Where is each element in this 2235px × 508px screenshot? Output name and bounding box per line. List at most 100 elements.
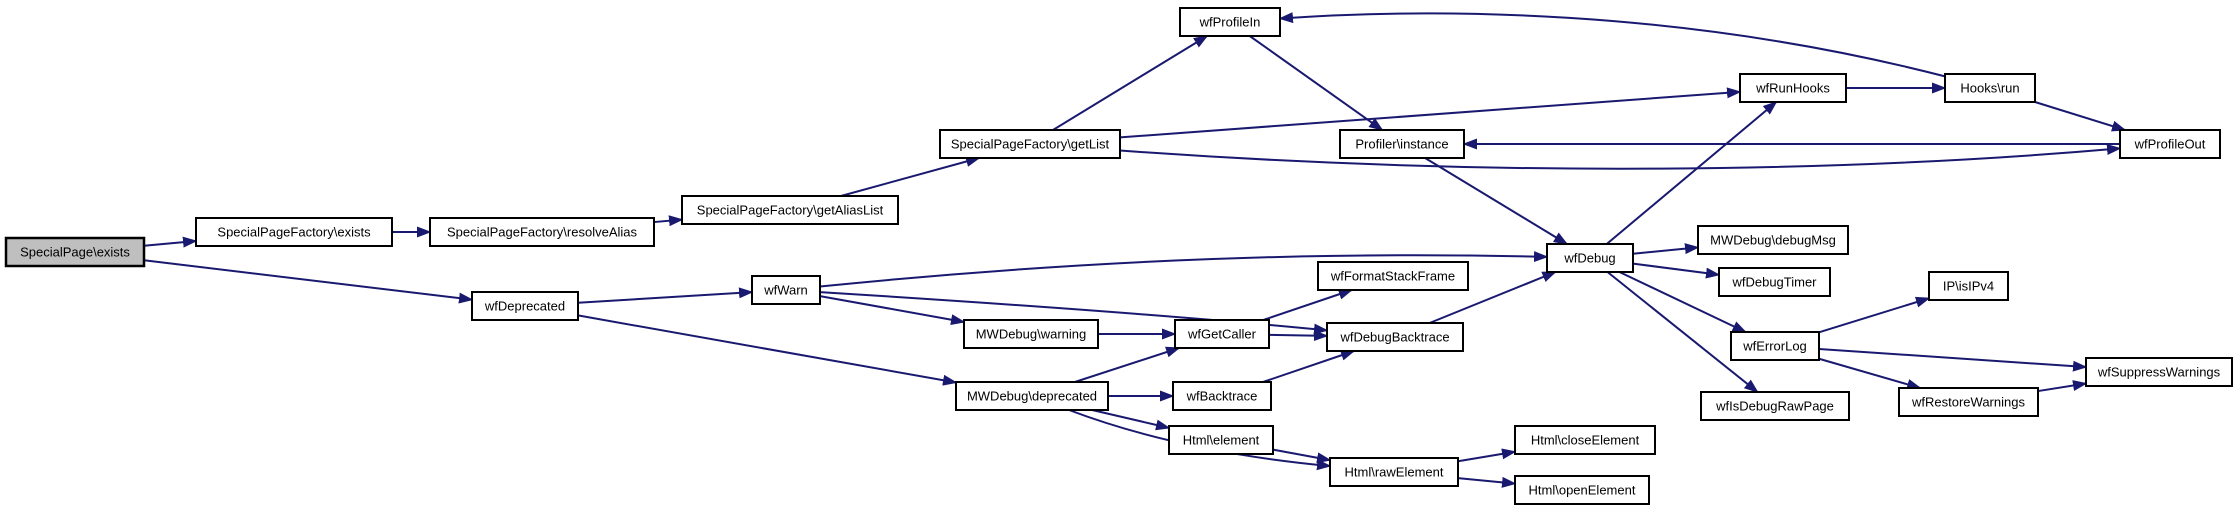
edge-spf_getlist-to-wfprofilein xyxy=(1052,35,1209,131)
node-mwdebug_deprecated[interactable]: MWDebug\deprecated xyxy=(955,381,1109,411)
node-wfdebug[interactable]: wfDebug xyxy=(1546,243,1634,273)
node-box-wfdebugtimer[interactable] xyxy=(1718,267,1831,297)
node-box-mwdebug_warning[interactable] xyxy=(963,319,1099,349)
node-label-wfwarn: wfWarn xyxy=(763,282,808,297)
node-box-html_closeelement[interactable] xyxy=(1514,425,1656,455)
node-box-html_openelement[interactable] xyxy=(1514,475,1650,505)
node-box-wfsuppresswarnings[interactable] xyxy=(2085,357,2233,387)
node-label-wfbacktrace: wfBacktrace xyxy=(1186,388,1258,403)
node-mwdebug_warning[interactable]: MWDebug\warning xyxy=(963,319,1099,349)
node-label-ip_isipv4: IP\isIPv4 xyxy=(1943,278,1994,293)
node-box-mwdebug_debugmsg[interactable] xyxy=(1697,225,1849,255)
node-wfrestorewarnings[interactable]: wfRestoreWarnings xyxy=(1898,387,2039,417)
node-wfformatstackframe[interactable]: wfFormatStackFrame xyxy=(1317,261,1469,291)
edge-wferrorlog-to-wfrestorewarnings xyxy=(1818,357,1922,390)
edge-hooks_run-to-wfprofileout xyxy=(2034,101,2127,132)
node-mwdebug_debugmsg[interactable]: MWDebug\debugMsg xyxy=(1697,225,1849,255)
node-wfdeprecated[interactable]: wfDeprecated xyxy=(471,291,579,321)
node-label-spf_getlist: SpecialPageFactory\getList xyxy=(951,136,1110,151)
node-wfwarn[interactable]: wfWarn xyxy=(751,275,821,305)
edge-specialpage_exists-to-spf_exists xyxy=(143,236,198,248)
node-label-wfrestorewarnings: wfRestoreWarnings xyxy=(1911,394,2025,409)
node-specialpage_exists: SpecialPage\exists xyxy=(4,236,146,268)
node-label-wfisdebugrawpage: wfIsDebugRawPage xyxy=(1715,398,1834,413)
node-wfdebugtimer[interactable]: wfDebugTimer xyxy=(1718,267,1831,297)
edge-wfwarn-to-wfdebug xyxy=(819,251,1549,288)
node-box-wfdebug[interactable] xyxy=(1546,243,1634,273)
edge-wfgetcaller-to-wfformatstackframe xyxy=(1262,288,1354,321)
node-label-wfformatstackframe: wfFormatStackFrame xyxy=(1330,268,1455,283)
node-box-profiler_instance[interactable] xyxy=(1339,129,1465,159)
edge-wfgetcaller-to-wfdebugbacktrace xyxy=(1268,330,1329,342)
node-wfrunhooks[interactable]: wfRunHooks xyxy=(1739,73,1847,103)
edge-wfbacktrace-to-wfdebugbacktrace xyxy=(1262,349,1356,383)
node-label-html_openelement: Html\openElement xyxy=(1529,482,1636,497)
node-spf_getlist[interactable]: SpecialPageFactory\getList xyxy=(939,129,1121,159)
node-html_element[interactable]: Html\element xyxy=(1168,425,1274,455)
node-label-specialpage_exists: SpecialPage\exists xyxy=(20,244,130,259)
node-hooks_run[interactable]: Hooks\run xyxy=(1944,73,2036,103)
node-html_openelement[interactable]: Html\openElement xyxy=(1514,475,1650,505)
node-box-wfrunhooks[interactable] xyxy=(1739,73,1847,103)
node-wfbacktrace[interactable]: wfBacktrace xyxy=(1172,381,1272,411)
node-box-wfprofilein[interactable] xyxy=(1179,7,1281,37)
edge-spf_resolvealias-to-spf_getaliaslist xyxy=(653,215,684,227)
node-label-html_rawelement: Html\rawElement xyxy=(1345,464,1444,479)
node-label-wfrunhooks: wfRunHooks xyxy=(1755,80,1830,95)
node-box-wfdeprecated[interactable] xyxy=(471,291,579,321)
node-html_closeelement[interactable]: Html\closeElement xyxy=(1514,425,1656,455)
edge-wfdebug-to-wferrorlog xyxy=(1619,271,1747,333)
edge-wfprofilein-to-profiler_instance xyxy=(1249,35,1384,131)
node-profiler_instance[interactable]: Profiler\instance xyxy=(1339,129,1465,159)
node-wfprofilein[interactable]: wfProfileIn xyxy=(1179,7,1281,37)
node-wfisdebugrawpage[interactable]: wfIsDebugRawPage xyxy=(1700,391,1850,421)
edge-spf_getaliaslist-to-spf_getlist xyxy=(840,156,981,197)
node-box-spf_getaliaslist[interactable] xyxy=(681,195,899,225)
node-box-wferrorlog[interactable] xyxy=(1730,331,1820,361)
node-html_rawelement[interactable]: Html\rawElement xyxy=(1329,457,1459,487)
edge-wfdebug-to-wfdebugtimer xyxy=(1632,262,1721,279)
node-wfdebugbacktrace[interactable]: wfDebugBacktrace xyxy=(1326,322,1464,352)
node-box-wfbacktrace[interactable] xyxy=(1172,381,1272,411)
node-wferrorlog[interactable]: wfErrorLog xyxy=(1730,331,1820,361)
node-box-html_rawelement[interactable] xyxy=(1329,457,1459,487)
node-label-html_closeelement: Html\closeElement xyxy=(1531,432,1640,447)
node-wfsuppresswarnings[interactable]: wfSuppressWarnings xyxy=(2085,357,2233,387)
node-box-wfisdebugrawpage[interactable] xyxy=(1700,391,1850,421)
edge-wfdebugbacktrace-to-wfdebug xyxy=(1429,271,1557,324)
node-box-html_element[interactable] xyxy=(1168,425,1274,455)
node-box-wfdebugbacktrace[interactable] xyxy=(1326,322,1464,352)
edge-html_rawelement-to-html_closeelement xyxy=(1457,448,1517,463)
node-spf_getaliaslist[interactable]: SpecialPageFactory\getAliasList xyxy=(681,195,899,225)
node-label-profiler_instance: Profiler\instance xyxy=(1355,136,1448,151)
node-ip_isipv4[interactable]: IP\isIPv4 xyxy=(1928,271,2009,301)
node-box-mwdebug_deprecated[interactable] xyxy=(955,381,1109,411)
node-label-hooks_run: Hooks\run xyxy=(1960,80,2019,95)
node-box-spf_getlist[interactable] xyxy=(939,129,1121,159)
node-label-wfprofilein: wfProfileIn xyxy=(1199,14,1261,29)
node-box-wfrestorewarnings[interactable] xyxy=(1898,387,2039,417)
node-spf_exists[interactable]: SpecialPageFactory\exists xyxy=(195,217,393,247)
node-box-hooks_run[interactable] xyxy=(1944,73,2036,103)
edge-mwdebug_deprecated-to-html_element xyxy=(1091,409,1171,431)
node-box-wfwarn[interactable] xyxy=(751,275,821,305)
node-label-html_element: Html\element xyxy=(1183,432,1260,447)
edge-wfdebug-to-wfisdebugrawpage xyxy=(1606,271,1759,393)
edge-wfdebug-to-wfrunhooks xyxy=(1606,101,1778,245)
edge-wfwarn-to-mwdebug_warning xyxy=(819,295,966,326)
node-box-wfprofileout[interactable] xyxy=(2119,129,2221,159)
edge-mwdebug_deprecated-to-wfgetcaller xyxy=(1074,346,1181,383)
node-spf_resolvealias[interactable]: SpecialPageFactory\resolveAlias xyxy=(429,217,655,247)
node-box-wfformatstackframe[interactable] xyxy=(1317,261,1469,291)
node-box-spf_resolvealias[interactable] xyxy=(429,217,655,247)
node-label-wfdeprecated: wfDeprecated xyxy=(484,298,565,313)
node-wfprofileout[interactable]: wfProfileOut xyxy=(2119,129,2221,159)
node-box-ip_isipv4[interactable] xyxy=(1928,271,2009,301)
node-box-spf_exists[interactable] xyxy=(195,217,393,247)
node-box-wfgetcaller[interactable] xyxy=(1174,319,1270,349)
node-label-wfdebug: wfDebug xyxy=(1563,250,1615,265)
node-wfgetcaller[interactable]: wfGetCaller xyxy=(1174,319,1270,349)
edge-html_rawelement-to-html_openelement xyxy=(1457,476,1517,488)
